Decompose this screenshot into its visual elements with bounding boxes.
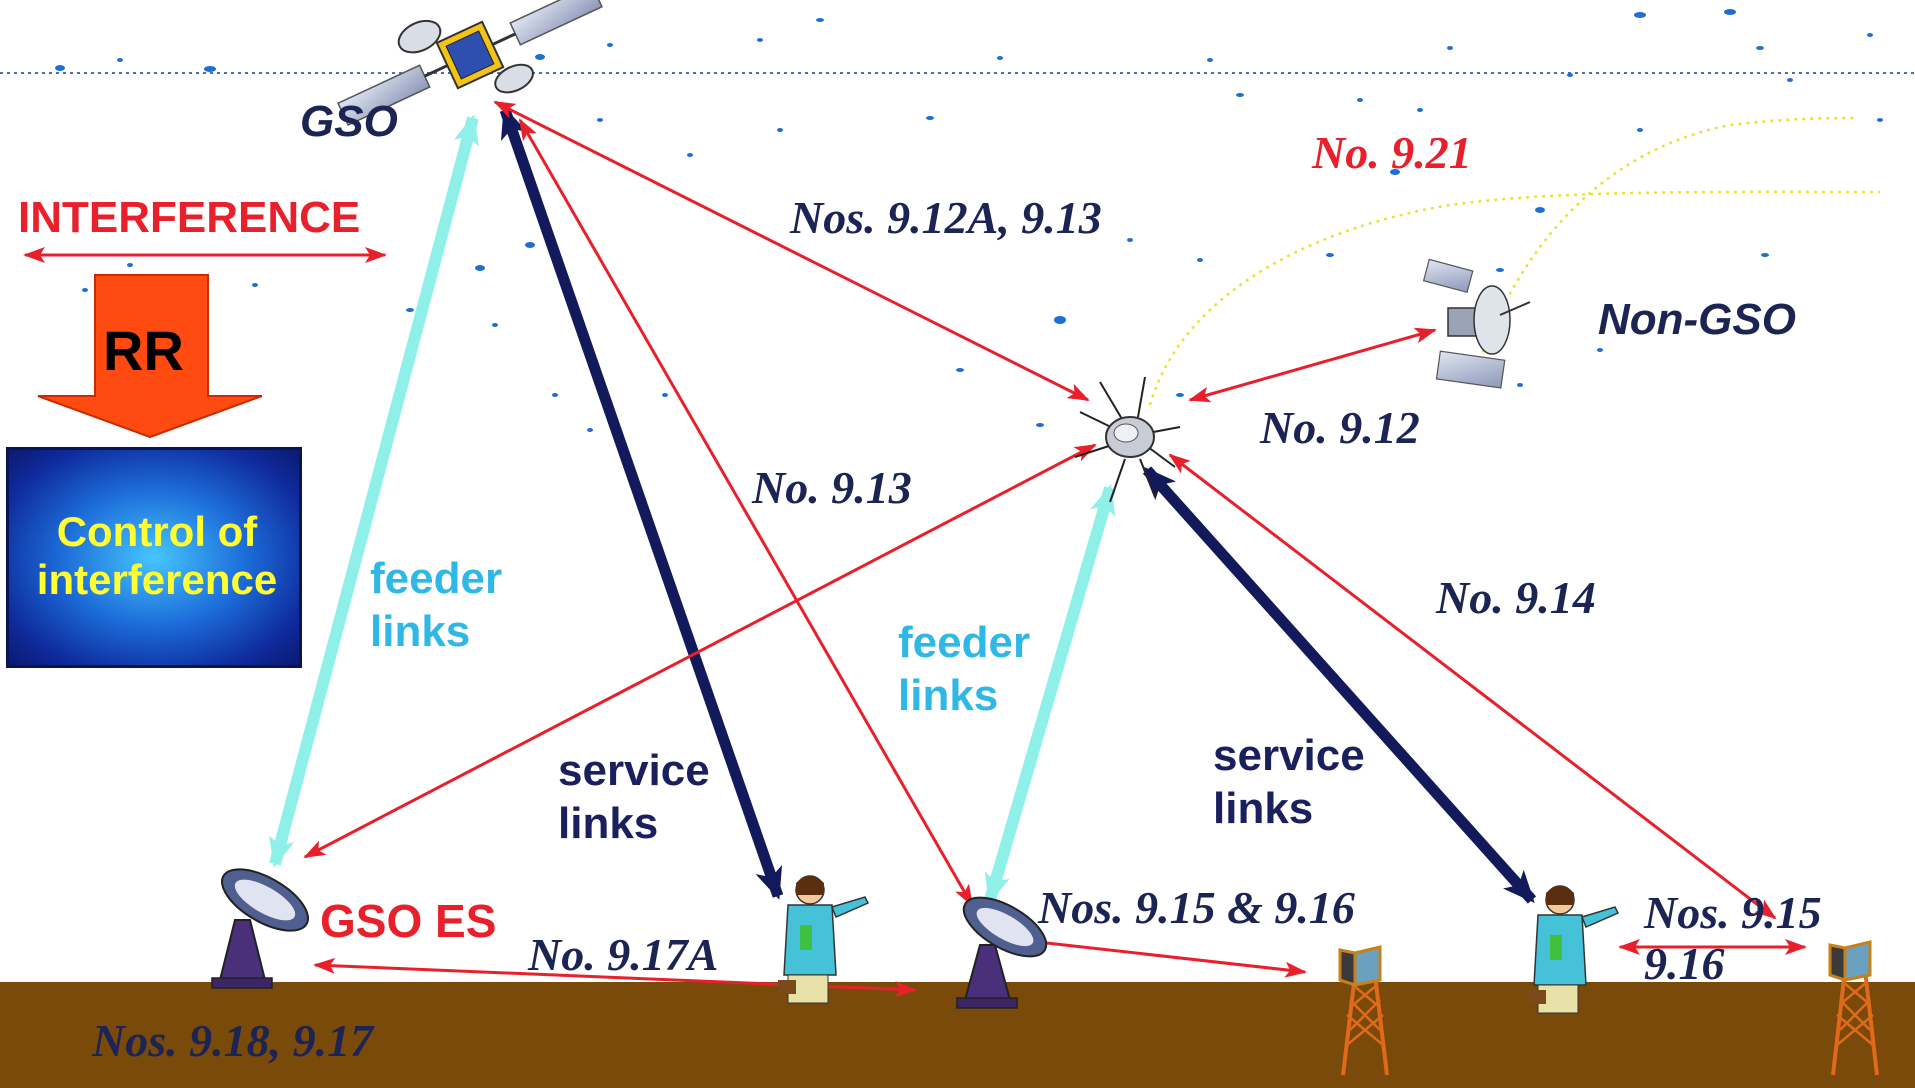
arrow-es2-tower: [1018, 934, 1307, 978]
rr-label: RR: [103, 319, 184, 382]
nos-915-916-mid-label: Nos. 9.15 & 9.16: [1038, 882, 1355, 933]
control-text: Control of interference: [9, 508, 305, 605]
control-of-interference-box: Control of interference: [6, 447, 302, 668]
gso-satellite-icon: [337, 0, 603, 127]
service-left-line2: links: [558, 798, 659, 848]
feeder-mid-line2: links: [898, 670, 999, 720]
orbit-curve-1: [1148, 190, 1881, 406]
rr-arrow: [37, 274, 263, 439]
feeder-links-mid: feeder links: [898, 617, 1030, 723]
arrow-ngso-nongso: [1188, 327, 1437, 403]
service-right-line1: service: [1213, 731, 1365, 780]
service-right-line2: links: [1213, 783, 1314, 833]
control-line2: interference: [36, 556, 278, 604]
no-917a-label: No. 9.17A: [528, 929, 719, 980]
gso-label: GSO: [300, 97, 398, 146]
orbit-curve-2: [1478, 116, 1856, 361]
service-links-left: service links: [558, 745, 710, 851]
nos-912a-913-label: Nos. 9.12A, 9.13: [790, 192, 1102, 243]
nos-918-917-label: Nos. 9.18, 9.17: [92, 1015, 374, 1066]
small-satellite-icon: [1074, 376, 1181, 503]
service-left-line1: service: [558, 746, 710, 795]
nos-915-right-line1: Nos. 9.15: [1644, 887, 1822, 938]
no-913-label: No. 9.13: [752, 462, 912, 513]
non-gso-satellite-icon: [1422, 258, 1531, 389]
nos-915-916-right-label: Nos. 9.15 9.16: [1644, 887, 1822, 989]
person-icon: [778, 875, 870, 1004]
control-line1: Control of: [56, 508, 258, 555]
arrow-gso-ngso: [493, 100, 1090, 402]
interference-label: INTERFERENCE: [18, 193, 361, 242]
no-921-label: No. 9.21: [1312, 127, 1472, 178]
person-icon-2: [1528, 885, 1620, 1014]
arrow-ngso-tower: [1168, 453, 1777, 920]
no-914-label: No. 9.14: [1436, 572, 1596, 623]
service-links-right: service links: [1213, 730, 1365, 836]
no-912-label: No. 9.12: [1260, 402, 1420, 453]
feeder-left-line2: links: [370, 606, 471, 656]
feeder-mid-line1: feeder: [898, 618, 1031, 667]
tower-icon-2: [1828, 940, 1879, 1076]
gso-es-label: GSO ES: [320, 895, 497, 947]
dish-antenna-icon: [211, 868, 309, 989]
non-gso-label: Non-GSO: [1598, 295, 1796, 344]
feeder-left-line1: feeder: [370, 554, 503, 603]
arrow-ngso-gsoes: [303, 443, 1097, 859]
dish-antenna-icon-2: [956, 896, 1048, 1009]
nos-915-right-line2: 9.16: [1644, 937, 1725, 989]
tower-icon: [1338, 945, 1389, 1076]
feeder-links-left: feeder links: [370, 553, 502, 659]
